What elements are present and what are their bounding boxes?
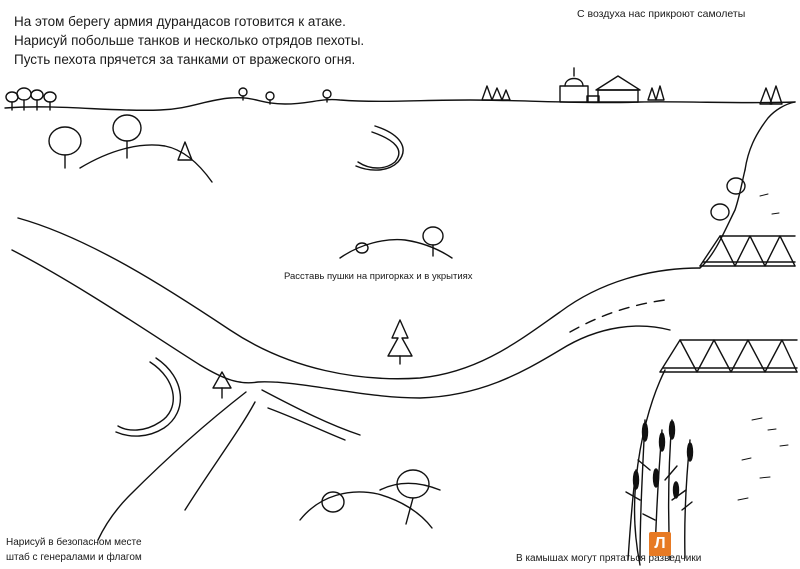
road-sign (213, 372, 231, 398)
intro-line-1: На этом берегу армия дурандасов готовитс… (14, 14, 346, 29)
river-bushes (711, 178, 745, 220)
road-branch-left (98, 392, 246, 540)
tree-cluster-left (6, 88, 56, 110)
guns-caption: Расставь пушки на пригорках и в укрытиях (284, 271, 473, 282)
village (482, 68, 782, 104)
bottom-hill-right (380, 483, 440, 490)
left-hill-trees (49, 115, 192, 168)
road-inner-curve (268, 408, 345, 440)
horizon-bushes (239, 88, 331, 104)
upper-bridge (700, 236, 795, 266)
road-branch-right (262, 390, 360, 435)
fir-tree (388, 320, 412, 364)
road-dashed-line (570, 300, 665, 332)
river-bank-upper (745, 102, 795, 170)
horizon-line (5, 98, 795, 111)
center-hill-tree (356, 227, 443, 256)
intro-line-2: Нарисуй побольше танков и несколько отря… (14, 33, 365, 48)
lower-bridge (660, 340, 797, 372)
hq-caption: Нарисуй в безопасном месте штаб с генера… (6, 535, 142, 565)
river-bank-mid (700, 170, 745, 268)
intro-line-3: Пусть пехота прячется за танками от враж… (14, 52, 356, 67)
road-upper-edge (18, 218, 700, 379)
intro-instructions: На этом берегу армия дурандасов готовитс… (14, 12, 364, 69)
water-ripples (738, 194, 788, 500)
center-hill (340, 240, 452, 258)
road-branch-lower (185, 402, 255, 510)
publisher-logo: Л (649, 532, 671, 556)
bottom-hill-left (300, 492, 432, 528)
road-lower-edge (12, 250, 670, 398)
hq-caption-line-1: Нарисуй в безопасном месте (6, 537, 142, 548)
sandbag-arc-left (116, 358, 180, 436)
left-hill (80, 145, 212, 182)
hq-caption-line-2: штаб с генералами и флагом (6, 552, 142, 563)
air-cover-caption: С воздуха нас прикроют самолеты (577, 8, 746, 20)
sandbag-arc-top (356, 126, 403, 170)
bottom-trees (322, 470, 429, 524)
reeds-caption: В камышах могут прятаться разведчики (516, 553, 702, 564)
